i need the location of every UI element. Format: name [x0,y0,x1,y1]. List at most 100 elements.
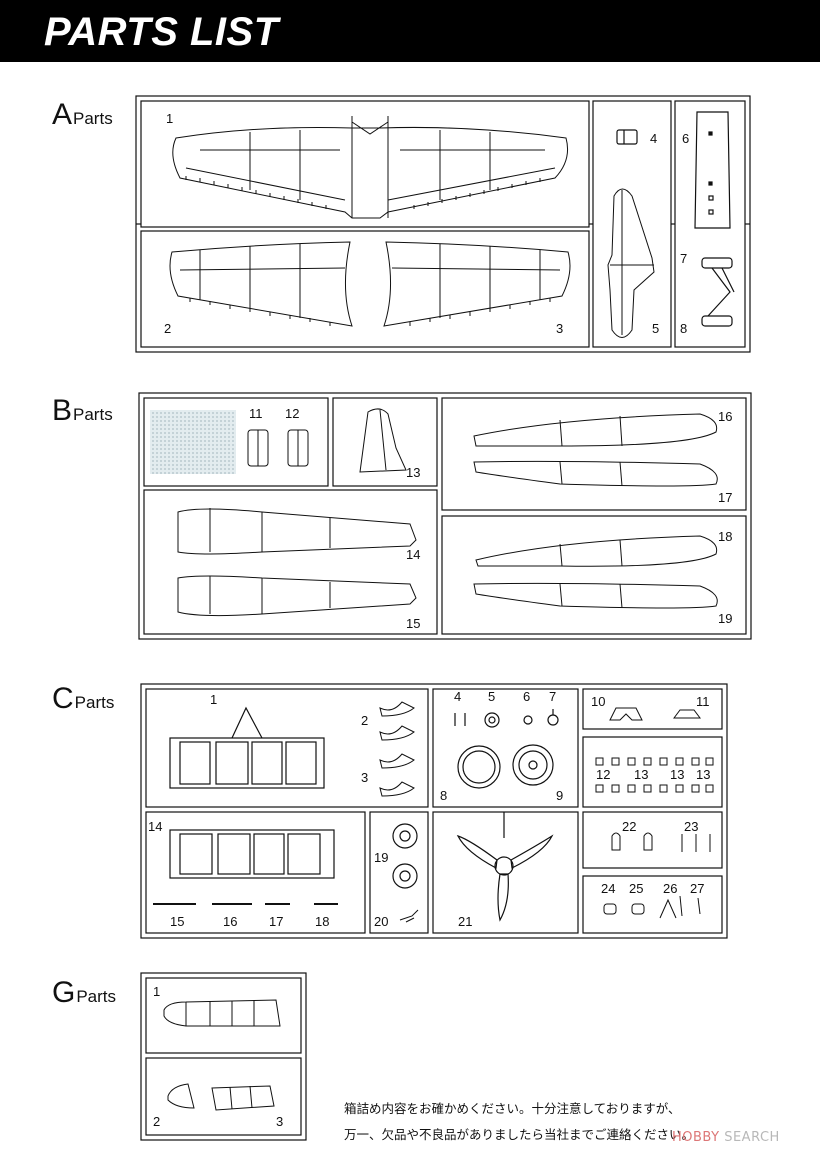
label-c22: 22 [622,819,636,834]
label-a8: 8 [680,321,687,336]
label-a4: 4 [650,131,657,146]
label-c21: 21 [458,914,472,929]
label-c13a: 13 [634,767,648,782]
label-c6: 6 [523,689,530,704]
label-c4: 4 [454,689,461,704]
part-g3 [211,1085,275,1111]
label-c19: 19 [374,850,388,865]
sprue-b [138,392,752,640]
watermark: HOBBY SEARCH [672,1130,780,1145]
label-c13b: 13 [670,767,684,782]
label-c16: 16 [223,914,237,929]
part-b18-float [475,535,718,567]
part-c4-c7-small [454,709,559,728]
label-b18: 18 [718,529,732,544]
label-a3: 3 [556,321,563,336]
part-c19-wheels [392,823,418,889]
part-a3-wing-right [383,241,571,327]
page-title: PARTS LIST [44,10,279,54]
label-b19: 19 [718,611,732,626]
label-b11: 11 [249,406,263,421]
label-c17: 17 [269,914,283,929]
label-g3: 3 [276,1114,283,1129]
label-a6: 6 [682,131,689,146]
label-c18: 18 [315,914,329,929]
part-c21-propeller [456,812,554,922]
sprue-g [140,972,307,1141]
part-b15-fuselage [177,575,417,617]
label-b17: 17 [718,490,732,505]
label-c8: 8 [440,788,447,803]
header-bar: PARTS LIST [0,0,820,62]
section-b-label: B Parts [52,396,113,426]
label-c12: 12 [596,767,610,782]
section-g-label: G Parts [52,978,116,1008]
label-c23: 23 [684,819,698,834]
section-c-label: C Parts [52,684,114,714]
label-c26: 26 [663,881,677,896]
part-a5-tailplane [607,188,655,338]
section-a-label: A Parts [52,100,113,130]
part-b16-float [473,413,718,447]
part-c20-small [399,909,419,923]
part-a7-a8-struts [701,257,735,327]
section-g-letter: G [52,976,76,1009]
section-a-letter: A [52,98,73,131]
label-a5: 5 [652,321,659,336]
label-c13c: 13 [696,767,710,782]
label-c5: 5 [488,689,495,704]
part-g2 [167,1083,195,1109]
label-b13: 13 [406,465,420,480]
part-b17-float [473,460,718,487]
part-c22-c23 [611,832,711,852]
part-a6-panel [694,111,731,229]
section-g-word: Parts [76,987,117,1006]
part-c8-cowl [457,745,501,789]
label-c1: 1 [210,692,217,707]
part-a2-wing-left [169,241,353,327]
label-b15: 15 [406,616,420,631]
label-c3: 3 [361,770,368,785]
part-b19-float [473,582,718,609]
section-b-word: Parts [73,405,113,424]
part-c10-c11 [609,707,701,721]
part-c1-frame [169,706,325,789]
caution-note: 箱詰め内容をお確かめください。十分注意しておりますが、 万一、欠品や不良品があり… [344,1096,814,1148]
sprue-a [135,95,751,353]
watermark-part-a: HOBBY [672,1130,725,1145]
caution-line-1: 箱詰め内容をお確かめください。十分注意しておりますが、 [344,1101,681,1116]
decal-area [150,410,236,474]
part-c14-frame [169,829,335,879]
label-g2: 2 [153,1114,160,1129]
part-a4 [616,129,638,145]
part-b11-b12 [247,429,309,467]
section-c-word: Parts [74,693,115,712]
label-a2: 2 [164,321,171,336]
part-c12-c13-rows [595,757,714,793]
part-b14-fuselage [177,508,417,555]
label-c25: 25 [629,881,643,896]
label-c27: 27 [690,881,704,896]
section-a-word: Parts [73,109,113,128]
section-c-letter: C [52,682,74,715]
part-g1-cockpit [163,999,281,1027]
label-c7: 7 [549,689,556,704]
label-c10: 10 [591,694,605,709]
label-c14: 14 [148,819,162,834]
label-b14: 14 [406,547,420,562]
label-c9: 9 [556,788,563,803]
label-c11: 11 [696,694,710,709]
label-c24: 24 [601,881,615,896]
part-c9-engine [512,744,554,786]
part-a1-wing [172,116,569,219]
label-c15: 15 [170,914,184,929]
label-c2: 2 [361,713,368,728]
label-a7: 7 [680,251,687,266]
section-b-letter: B [52,394,73,427]
part-b13-fin [359,408,407,473]
part-c2-c3-brackets [379,701,415,797]
caution-line-2: 万一、欠品や不良品がありましたら当社までご連絡ください。 [344,1127,695,1142]
part-c24-c27 [603,895,701,919]
label-c20: 20 [374,914,388,929]
